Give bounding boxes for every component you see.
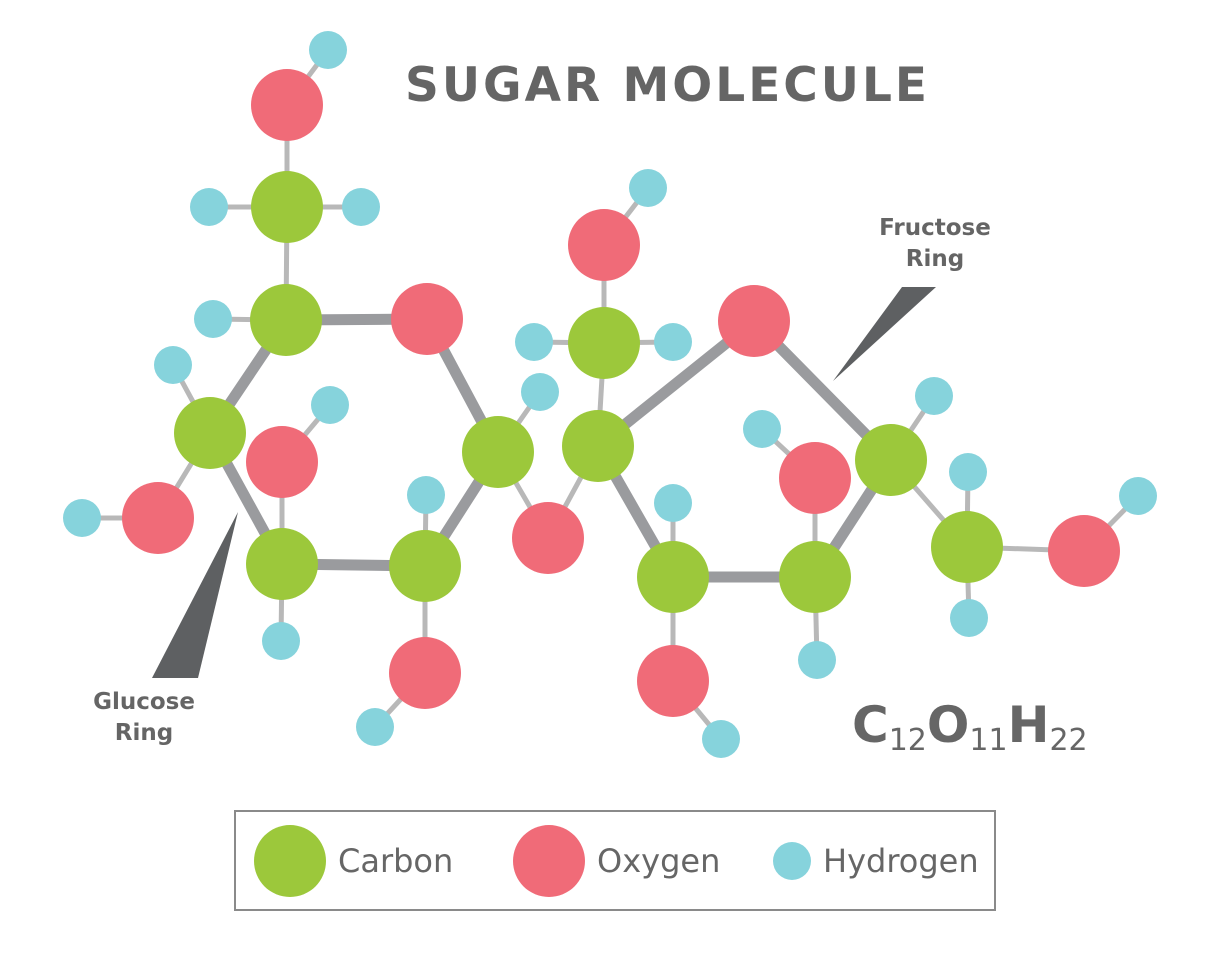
oxygen-atom [568,209,640,281]
carbon-atom [250,284,322,356]
hydrogen-atom [950,599,988,637]
oxygen-atom [122,482,194,554]
legend-item-hydrogen: Hydrogen [773,812,979,909]
oxygen-atom [389,637,461,709]
glucose-label-line2: Ring [114,720,174,746]
glucose-pointer [152,512,238,678]
hydrogen-atom [342,188,380,226]
formula-element-hydrogen: H [1007,696,1050,754]
chemical-formula: C12O11H22 [852,696,1088,758]
oxygen-atom [391,283,463,355]
carbon-atom [174,397,246,469]
legend-label-carbon: Carbon [338,841,454,880]
carbon-atom [251,171,323,243]
carbon-atom [462,416,534,488]
legend-label-oxygen: Oxygen [597,841,721,880]
hydrogen-atom [1119,477,1157,515]
hydrogen-atom [407,476,445,514]
oxygen-atom [246,426,318,498]
fructose-pointer [833,287,936,381]
carbon-atom [855,424,927,496]
carbon-atom [246,528,318,600]
oxygen-atom [779,442,851,514]
carbon-atom [568,307,640,379]
hydrogen-atom [798,641,836,679]
carbon-swatch-icon [254,824,326,897]
carbon-atom [779,541,851,613]
hydrogen-swatch-icon [773,841,811,880]
oxygen-atom [512,502,584,574]
oxygen-atom [718,285,790,357]
carbon-atom [931,511,1003,583]
glucose-label-line1: Glucose [93,689,195,715]
hydrogen-atom [194,300,232,338]
oxygen-atom [251,69,323,141]
formula-count-oxygen: 11 [969,723,1008,758]
hydrogen-atom [63,499,101,537]
formula-element-carbon: C [852,696,889,754]
oxygen-atom [637,645,709,717]
formula-element-oxygen: O [926,696,970,754]
oxygen-atom [1048,515,1120,587]
legend-label-hydrogen: Hydrogen [823,841,979,880]
hydrogen-atom [356,708,394,746]
legend-item-oxygen: Oxygen [513,812,720,909]
hydrogen-atom [311,386,349,424]
hydrogen-atom [654,323,692,361]
fructose-ring-label: Fructose Ring [862,213,1008,275]
fructose-label-line2: Ring [905,246,965,272]
carbon-atom [637,541,709,613]
fructose-label-line1: Fructose [879,215,991,241]
hydrogen-atom [190,188,228,226]
legend: Carbon Oxygen Hydrogen [234,810,996,911]
hydrogen-atom [262,622,300,660]
hydrogen-atoms [63,31,1157,758]
hydrogen-atom [154,346,192,384]
hydrogen-atom [949,453,987,491]
oxygen-atoms [122,69,1120,717]
hydrogen-atom [521,373,559,411]
hydrogen-atom [915,377,953,415]
hydrogen-atom [702,720,740,758]
diagram-title: SUGAR MOLECULE [405,58,931,113]
carbon-atom [389,530,461,602]
formula-count-carbon: 12 [888,723,927,758]
glucose-ring-label: Glucose Ring [76,687,212,749]
hydrogen-atom [654,484,692,522]
hydrogen-atom [515,323,553,361]
hydrogen-atom [309,31,347,69]
formula-count-hydrogen: 22 [1049,723,1088,758]
carbon-atom [562,410,634,482]
oxygen-swatch-icon [513,824,585,897]
hydrogen-atom [629,169,667,207]
hydrogen-atom [743,410,781,448]
carbon-atoms [174,171,1003,613]
legend-item-carbon: Carbon [254,812,453,909]
